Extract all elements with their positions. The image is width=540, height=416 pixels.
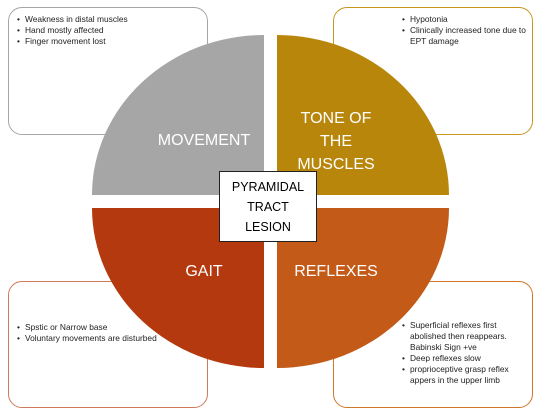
gait-quadrant <box>92 208 264 368</box>
list-item: Voluntary movements are disturbed <box>17 333 167 344</box>
list-item: Deep reflexes slow <box>402 353 532 364</box>
list-item: Spstic or Narrow base <box>17 322 167 333</box>
list-item: Clinically increased tone due to EPT dam… <box>402 25 530 47</box>
list-item: Hypotonia <box>402 14 530 25</box>
movement-quadrant <box>92 35 264 195</box>
movement-notes-list: Weakness in distal muscles Hand mostly a… <box>17 14 167 47</box>
tone-notes-list: Hypotonia Clinically increased tone due … <box>402 14 530 47</box>
movement-label: MOVEMENT <box>157 132 251 149</box>
tone-label-line: THE <box>320 133 352 150</box>
reflexes-quadrant <box>277 208 449 368</box>
gait-notes-list: Spstic or Narrow base Voluntary movement… <box>17 322 167 344</box>
center-title-line: PYRAMIDAL <box>231 179 305 194</box>
center-title-line: LESION <box>245 219 291 234</box>
list-item: Superficial reflexes first abolished the… <box>402 320 532 353</box>
tone-label: TONE OF THE MUSCLES <box>280 107 392 176</box>
reflexes-label: REFLEXES <box>294 263 378 280</box>
center-title-line: TRACT <box>247 199 289 214</box>
list-item: Finger movement lost <box>17 36 167 47</box>
tone-quadrant <box>277 35 449 195</box>
gait-label: GAIT <box>185 263 223 280</box>
tone-label-line: MUSCLES <box>297 156 375 173</box>
center-title-box: PYRAMIDAL TRACT LESION <box>219 171 317 242</box>
reflexes-notes-list: Superficial reflexes first abolished the… <box>402 320 532 386</box>
center-title: PYRAMIDAL TRACT LESION <box>232 177 304 237</box>
tone-label-line: TONE OF <box>300 110 372 127</box>
list-item: Hand mostly affected <box>17 25 167 36</box>
list-item: Weakness in distal muscles <box>17 14 167 25</box>
list-item: proprioceptive grasp reflex appers in th… <box>402 364 532 386</box>
